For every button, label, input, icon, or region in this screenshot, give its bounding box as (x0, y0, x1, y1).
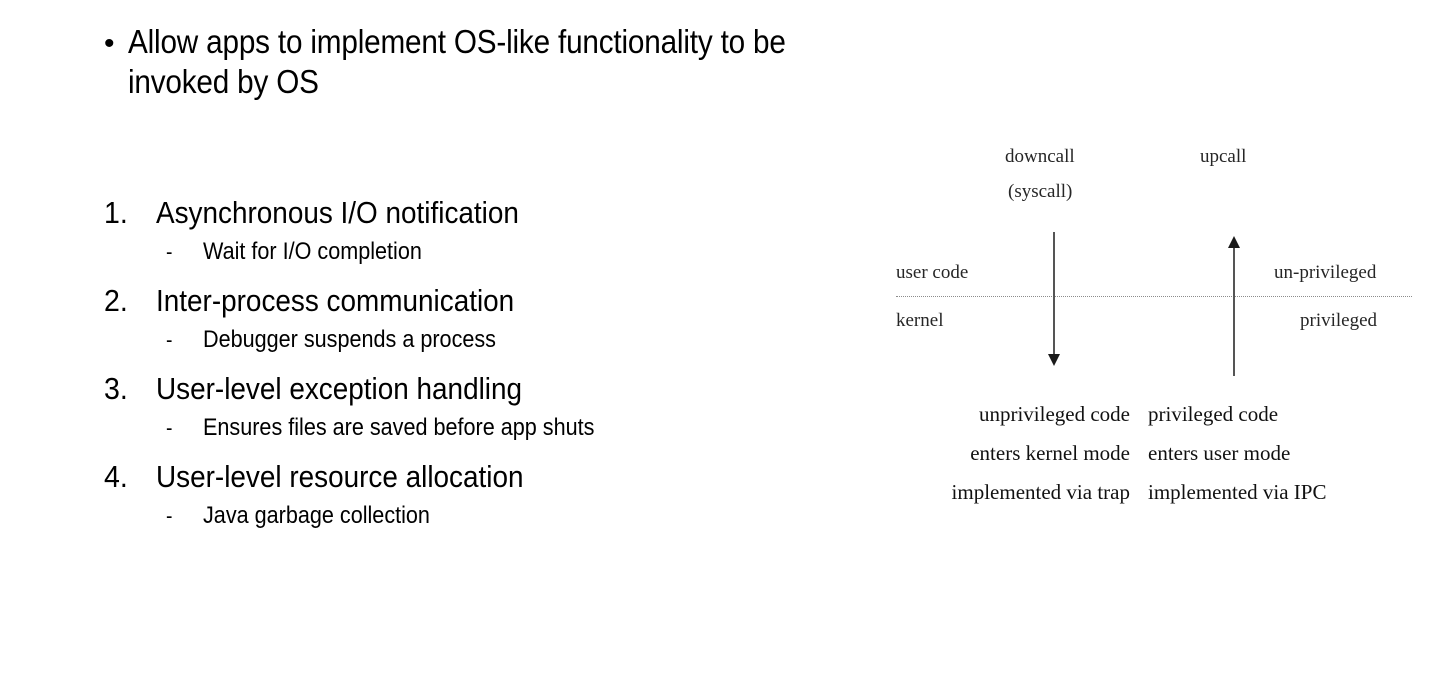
top-bullet-text: Allow apps to implement OS-like function… (128, 23, 786, 100)
numbered-row: 4. User-level resource allocation (104, 454, 904, 499)
downcall-sublabel: (syscall) (1008, 181, 1073, 202)
diagram-caption-block: unprivileged code privileged code enters… (880, 402, 1440, 519)
caption-row: unprivileged code privileged code (880, 402, 1440, 426)
dash-marker-icon: - (166, 417, 173, 440)
kernel-label: kernel (896, 310, 944, 331)
numbered-row: 1. Asynchronous I/O notification (104, 190, 904, 235)
sub-bullet-label: Debugger suspends a process (203, 326, 496, 353)
sub-bullet-row: - Ensures files are saved before app shu… (104, 409, 904, 448)
list-item-label: User-level exception handling (156, 371, 523, 406)
sub-bullet-label: Java garbage collection (203, 502, 430, 529)
sub-bullet-row: - Debugger suspends a process (104, 321, 904, 360)
caption-right: implemented via IPC (1148, 480, 1327, 504)
numbered-list: 1. Asynchronous I/O notification - Wait … (104, 190, 904, 542)
list-item: 3. User-level exception handling - Ensur… (104, 366, 904, 448)
list-item: 4. User-level resource allocation - Java… (104, 454, 904, 536)
list-item-number: 1. (104, 195, 128, 230)
list-item: 2. Inter-process communication - Debugge… (104, 278, 904, 360)
list-item-number: 2. (104, 283, 128, 318)
sub-bullet-label: Wait for I/O completion (203, 238, 422, 265)
numbered-row: 2. Inter-process communication (104, 278, 904, 323)
caption-right: privileged code (1148, 402, 1279, 426)
downcall-arrow-shaft (1053, 232, 1055, 358)
caption-row: implemented via trap implemented via IPC (880, 480, 1440, 504)
bullet-marker-icon: • (104, 27, 115, 60)
top-bullet-item: • Allow apps to implement OS-like functi… (104, 22, 894, 102)
caption-left: unprivileged code (978, 402, 1130, 426)
list-item-number: 4. (104, 459, 128, 494)
list-item-label: Asynchronous I/O notification (156, 195, 519, 230)
caption-row: enters kernel mode enters user mode (880, 441, 1440, 465)
unprivileged-label: un-privileged (1274, 262, 1377, 283)
list-item-label: User-level resource allocation (156, 459, 524, 494)
upcall-arrow-head-icon (1228, 236, 1240, 248)
sub-bullet-row: - Java garbage collection (104, 497, 904, 536)
dash-marker-icon: - (166, 329, 173, 352)
upcall-arrow-shaft (1233, 244, 1235, 376)
dash-marker-icon: - (166, 241, 173, 264)
slide-content: • Allow apps to implement OS-like functi… (104, 22, 894, 529)
user-kernel-boundary-line (896, 296, 1412, 297)
caption-right: enters user mode (1148, 441, 1291, 465)
downcall-label: downcall (1005, 146, 1075, 167)
list-item: 1. Asynchronous I/O notification - Wait … (104, 190, 904, 272)
privileged-label: privileged (1300, 310, 1378, 331)
sub-bullet-label: Ensures files are saved before app shuts (203, 414, 595, 441)
user-code-label: user code (896, 262, 969, 283)
sub-bullet-row: - Wait for I/O completion (104, 233, 904, 272)
list-item-label: Inter-process communication (156, 283, 515, 318)
caption-left: enters kernel mode (970, 441, 1130, 465)
list-item-number: 3. (104, 371, 128, 406)
caption-left: implemented via trap (951, 480, 1130, 504)
downcall-arrow-head-icon (1048, 354, 1060, 366)
dash-marker-icon: - (166, 505, 173, 528)
upcall-label: upcall (1200, 146, 1247, 167)
numbered-row: 3. User-level exception handling (104, 366, 904, 411)
